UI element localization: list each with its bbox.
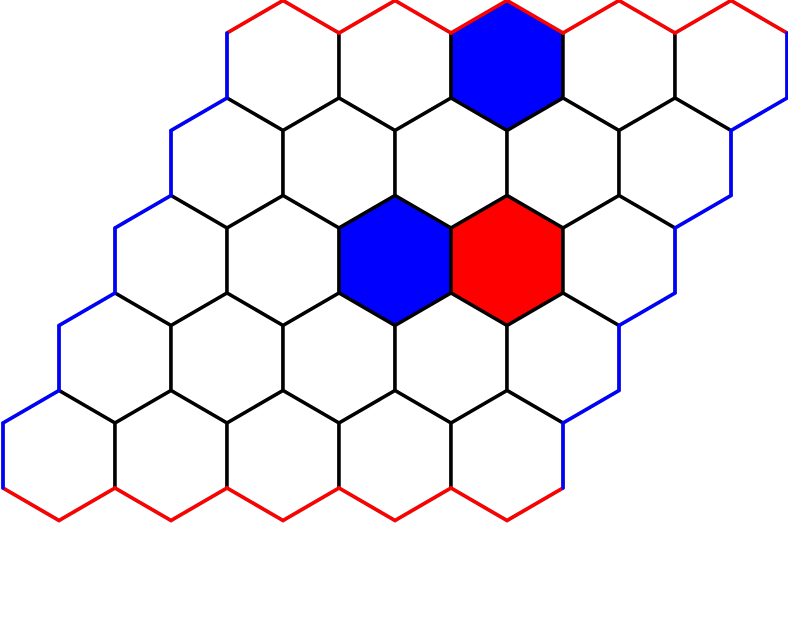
left-border-segment [169, 96, 229, 133]
right-border-segment [561, 388, 621, 425]
bottom-border-segment [393, 486, 453, 523]
top-border-segment [225, 0, 285, 35]
bottom-border-segment [337, 486, 397, 523]
bottom-border-segment [505, 486, 565, 523]
bottom-border-segment [57, 486, 117, 523]
top-border-segment [449, 0, 509, 35]
top-border-segment [281, 0, 341, 35]
top-border-segment [673, 0, 733, 35]
right-border-segment [617, 291, 677, 328]
right-border-segment [673, 193, 733, 230]
hex-cells [1, 0, 788, 523]
top-border-segment [617, 0, 677, 35]
left-border-segment [57, 291, 117, 328]
bottom-border-segment [169, 486, 229, 523]
bottom-border-segment [225, 486, 285, 523]
top-border-segment [561, 0, 621, 35]
top-border-segment [505, 0, 565, 35]
bottom-border-segment [449, 486, 509, 523]
left-border-segment [113, 193, 173, 230]
top-border-segment [393, 0, 453, 35]
left-border-segment [1, 388, 61, 425]
board-borders [1, 0, 788, 523]
bottom-border-segment [113, 486, 173, 523]
top-border-segment [729, 0, 788, 35]
bottom-border-segment [281, 486, 341, 523]
top-border-segment [337, 0, 397, 35]
bottom-border-segment [1, 486, 61, 523]
right-border-segment [729, 96, 788, 133]
